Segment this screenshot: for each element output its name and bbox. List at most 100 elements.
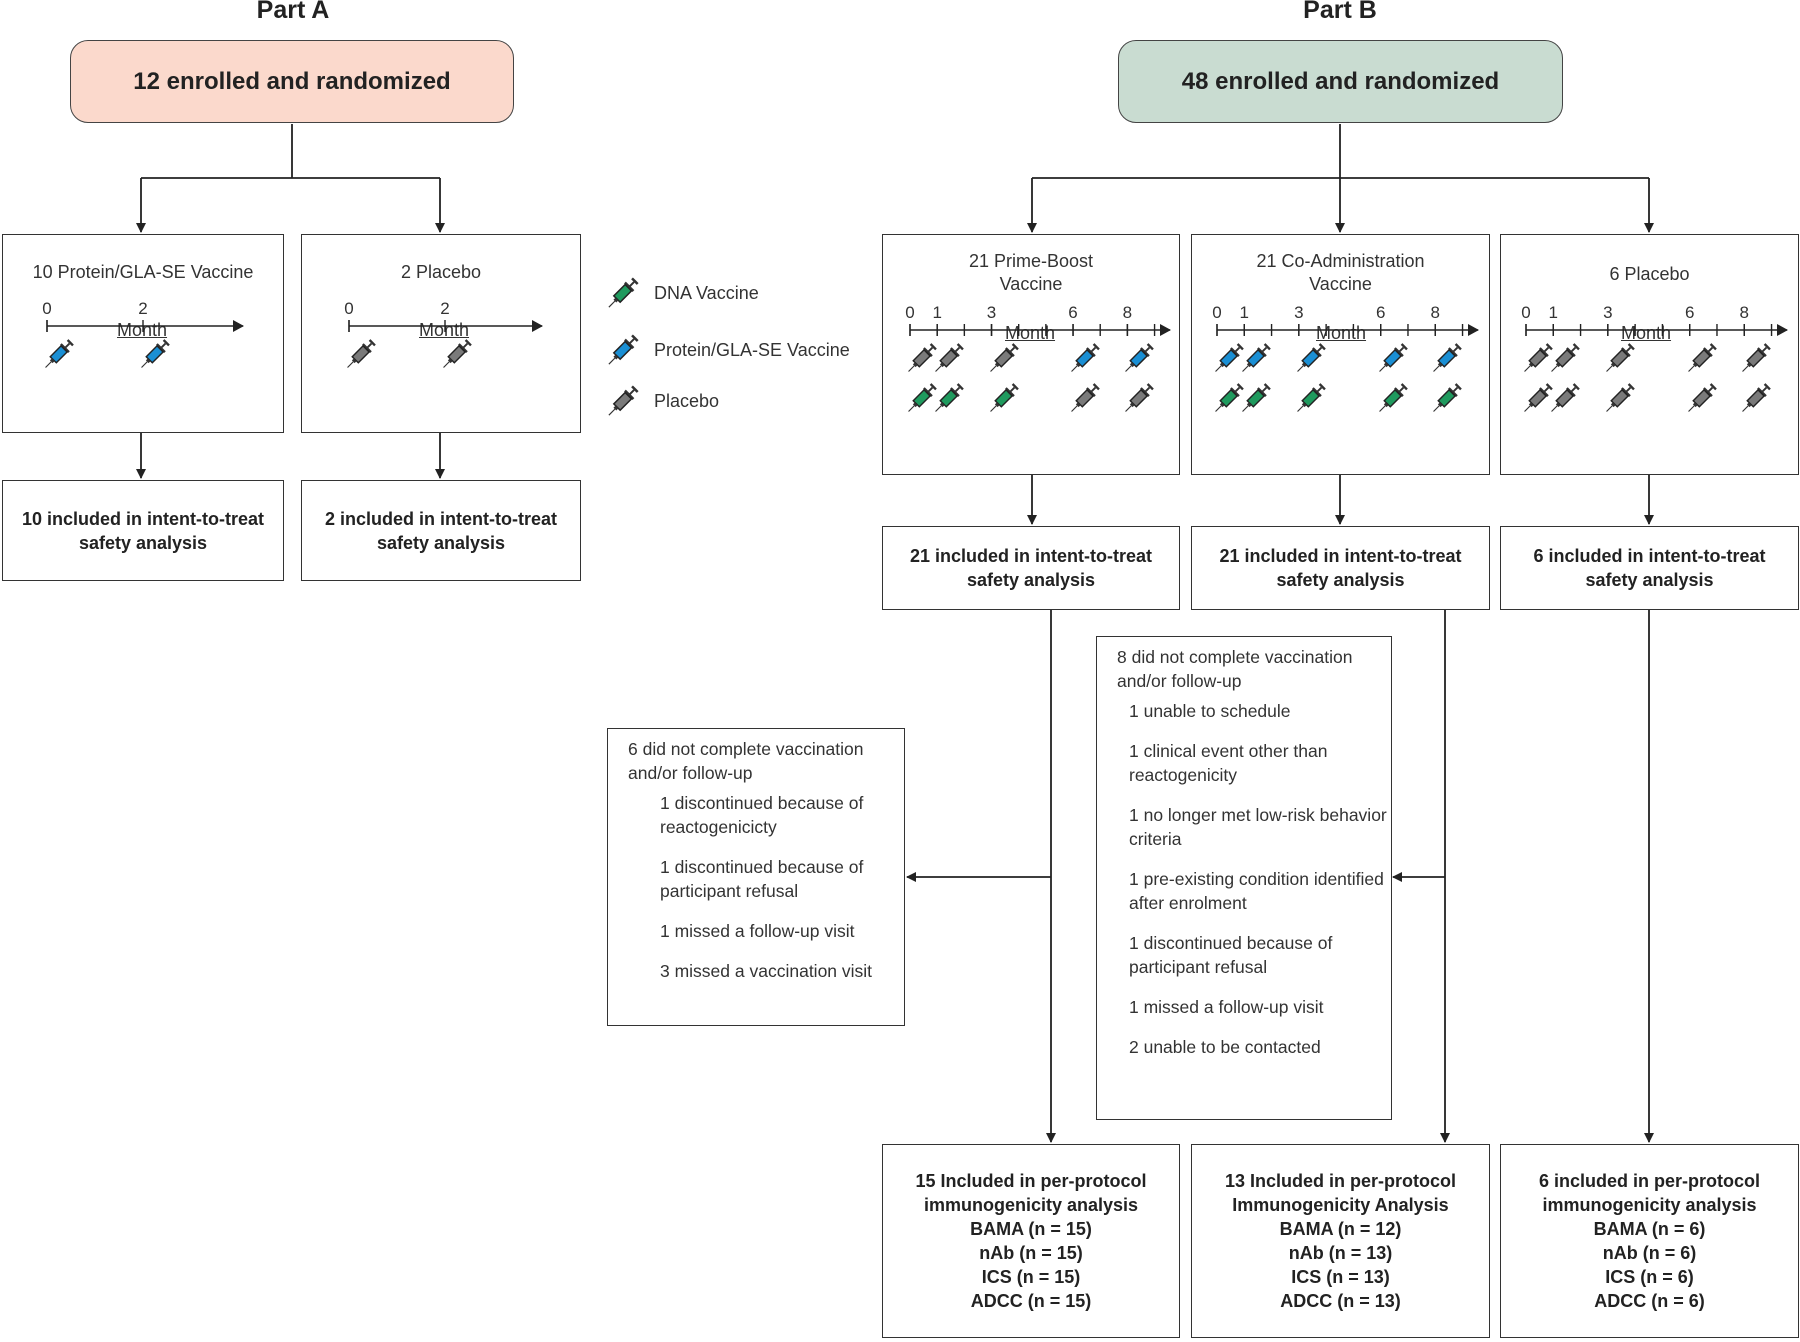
month-label: Month: [419, 320, 470, 340]
part-a-enrolled-box: 12 enrolled and randomized: [70, 40, 514, 123]
syringe-gray-icon: [989, 343, 1019, 372]
syringe-gray-icon: [1551, 383, 1581, 412]
timeline: [1525, 324, 1788, 336]
tick-label: 0: [1212, 303, 1222, 322]
exclusion-item: 1 no longer met low-risk behavior criter…: [1129, 805, 1387, 849]
tick-label: 1: [1548, 303, 1559, 322]
syringe-blue-icon: [1242, 343, 1272, 372]
syringe-gray-icon: [1524, 343, 1553, 372]
syringe-gray-icon: [1742, 383, 1772, 412]
tick-label: 6: [1068, 303, 1078, 322]
exclusion-item: 3 missed a vaccination visit: [660, 961, 873, 981]
legend-placebo-label: Placebo: [654, 390, 720, 411]
pp-box-placebo: 6 included in per-protocol immunogenicit…: [1500, 1144, 1799, 1338]
part-b-enrolled-label: 48 enrolled and randomized: [1181, 67, 1500, 95]
pp-title: 13 Included in per-protocol Immunogenici…: [1224, 1171, 1457, 1215]
syringe-gray-icon: [1605, 383, 1635, 412]
part-b-itt-coadmin: 21 included in intent-to-treat safety an…: [1191, 526, 1490, 610]
pp-item: ADCC (n = 6): [1594, 1291, 1705, 1311]
pp-title: 6 included in per-protocol immunogenicit…: [1538, 1171, 1760, 1215]
part-b-itt-prime-boost: 21 included in intent-to-treat safety an…: [882, 526, 1180, 610]
syringe-green-icon: [989, 383, 1019, 412]
tick-label: 6: [1375, 303, 1386, 322]
pp-item: BAMA (n = 15): [970, 1219, 1092, 1239]
syringe-blue-icon: [1378, 343, 1408, 372]
month-label: Month: [1621, 323, 1672, 343]
syringe-green-icon: [1215, 383, 1244, 412]
syringe-blue-icon: [1215, 343, 1244, 372]
month-label: Month: [1005, 323, 1056, 343]
syringe-green-icon: [935, 383, 964, 412]
itt-label: 21 included in intent-to-treat safety an…: [1219, 546, 1462, 590]
exclusion-item: 1 missed a follow-up visit: [1129, 997, 1324, 1017]
syringe-gray-icon: [1742, 343, 1772, 372]
exclusion-item: 1 discontinued because of reactogenicict…: [660, 793, 864, 837]
syringe-gray-icon: [908, 343, 937, 372]
exclusion-head: 6 did not complete vaccination and/or fo…: [628, 739, 864, 783]
timeline: [46, 320, 244, 332]
syringe-green-icon: [1433, 383, 1463, 412]
arm-name: 21 Co-Administration Vaccine: [1256, 251, 1425, 294]
syringe-blue-icon: [608, 334, 639, 365]
arm-name: 6 Placebo: [1609, 264, 1690, 284]
syringe-gray-icon: [1524, 383, 1553, 412]
pp-item: nAb (n = 6): [1602, 1243, 1697, 1263]
tick-label: 0: [1521, 303, 1531, 322]
syringe-gray-icon: [1551, 343, 1581, 372]
pp-box-coadmin: 13 Included in per-protocol Immunogenici…: [1191, 1144, 1490, 1338]
pp-item: nAb (n = 15): [979, 1243, 1083, 1263]
syringe-gray-icon: [347, 339, 376, 368]
syringe-green-icon: [1378, 383, 1408, 412]
pp-item: ICS (n = 6): [1605, 1267, 1694, 1287]
syringe-blue-icon: [1071, 343, 1100, 372]
exclusion-box-prime-boost: 6 did not complete vaccination and/or fo…: [607, 728, 905, 1026]
tick-label: 8: [1122, 303, 1133, 322]
syringe-blue-icon: [1433, 343, 1463, 372]
exclusion-item: 1 clinical event other than reactogenici…: [1129, 741, 1328, 785]
pp-item: BAMA (n = 12): [1279, 1219, 1402, 1239]
tick-label: 3: [1603, 303, 1613, 322]
pp-box-prime-boost: 15 Included in per-protocol immunogenici…: [882, 1144, 1180, 1338]
syringe-green-icon: [1242, 383, 1272, 412]
timeline: [909, 324, 1171, 336]
arm-name: 21 Prime-Boost Vaccine: [968, 251, 1094, 294]
tick-label: 6: [1684, 303, 1695, 322]
syringe-green-icon: [1296, 383, 1326, 412]
exclusion-item: 1 pre-existing condition identified afte…: [1129, 869, 1384, 913]
arm-name: 10 Protein/GLA-SE Vaccine: [32, 262, 254, 282]
itt-label: 6 included in intent-to-treat safety ana…: [1533, 546, 1766, 590]
timeline: [348, 320, 543, 332]
pp-item: ADCC (n = 13): [1280, 1291, 1401, 1311]
legend-placebo: Placebo: [602, 380, 719, 422]
part-a-itt-placebo: 2 included in intent-to-treat safety ana…: [301, 480, 581, 581]
exclusion-item: 2 unable to be contacted: [1129, 1037, 1321, 1057]
pp-title: 15 Included in per-protocol immunogenici…: [915, 1171, 1147, 1215]
timeline: [1216, 324, 1479, 336]
syringe-blue-icon: [1296, 343, 1326, 372]
syringe-blue-icon: [1125, 343, 1155, 372]
exclusion-item: 1 unable to schedule: [1129, 701, 1291, 721]
legend-protein: Protein/GLA-SE Vaccine: [602, 329, 850, 371]
part-b-title: Part B: [1303, 0, 1377, 24]
part-b-enrolled-box: 48 enrolled and randomized: [1118, 40, 1563, 123]
syringe-green-icon: [608, 277, 639, 308]
syringe-gray-icon: [1687, 383, 1717, 412]
legend-protein-label: Protein/GLA-SE Vaccine: [654, 339, 850, 360]
month-label: Month: [117, 320, 168, 340]
tick-label: 2: [440, 299, 450, 318]
pp-item: ADCC (n = 15): [970, 1291, 1092, 1311]
pp-item: nAb (n = 13): [1288, 1243, 1393, 1263]
tick-label: 0: [344, 299, 354, 318]
tick-label: 8: [1430, 303, 1440, 322]
part-a-enrolled-label: 12 enrolled and randomized: [133, 67, 451, 95]
tick-label: 1: [932, 303, 942, 322]
syringe-gray-icon: [935, 343, 964, 372]
syringe-gray-icon: [1605, 343, 1635, 372]
part-a-itt-protein: 10 included in intent-to-treat safety an…: [2, 480, 284, 581]
syringe-green-icon: [908, 383, 937, 412]
